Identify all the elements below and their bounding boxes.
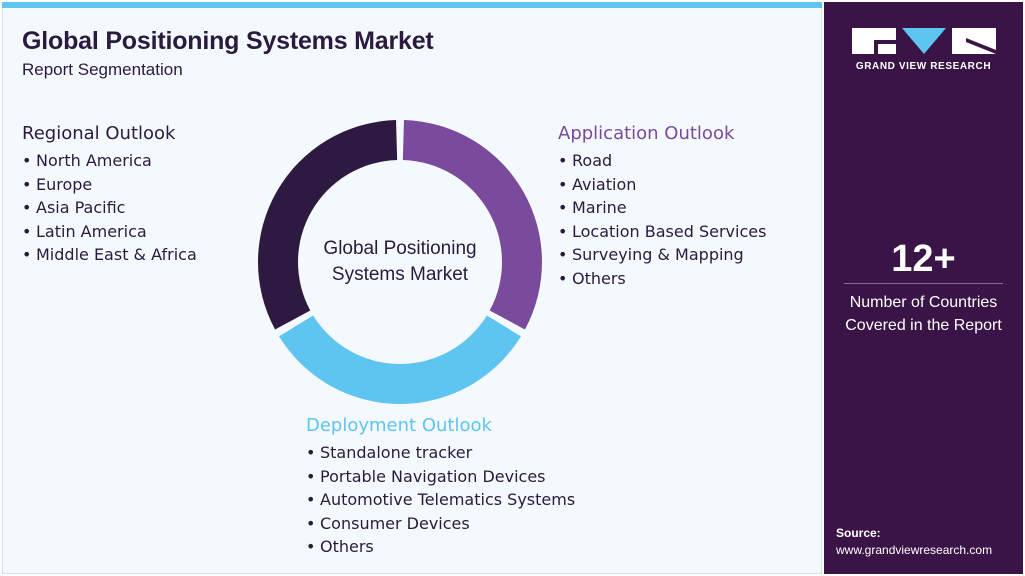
donut-segment-application	[402, 120, 542, 330]
regional-outlook-block: Regional Outlook •North America•Europe•A…	[22, 123, 197, 267]
bullet-icon: •	[306, 537, 316, 557]
bullet-icon: •	[306, 490, 316, 510]
bullet-icon: •	[558, 151, 568, 170]
page-subtitle: Report Segmentation	[22, 60, 183, 79]
bullet-icon: •	[558, 268, 568, 288]
list-item-label: Consumer Devices	[320, 513, 470, 533]
bullet-icon: •	[558, 221, 568, 241]
bullet-icon: •	[558, 245, 568, 265]
brand-logo-icon	[852, 28, 996, 54]
list-item: •Road	[558, 149, 766, 173]
list-item-label: Aviation	[572, 174, 637, 194]
list-item-label: Surveying & Mapping	[572, 245, 744, 265]
main-panel	[2, 2, 822, 574]
stat-divider	[844, 283, 1003, 284]
list-item-label: Latin America	[36, 221, 147, 241]
regional-outlook-heading: Regional Outlook	[22, 123, 176, 144]
countries-caption-line-2: Covered in the Report	[845, 317, 1002, 334]
donut-center-label: Global Positioning Systems Market	[290, 236, 510, 288]
deployment-outlook-list: •Standalone tracker•Portable Navigation …	[306, 441, 575, 559]
page-title: Global Positioning Systems Market	[22, 27, 434, 55]
list-item: •Others	[558, 267, 766, 291]
donut-segment-deployment	[279, 315, 521, 405]
list-item: •Consumer Devices	[306, 512, 575, 536]
donut-center-line-2: Systems Market	[331, 264, 469, 285]
list-item-label: Others	[572, 268, 626, 288]
bullet-icon: •	[558, 198, 568, 218]
list-item-label: Standalone tracker	[320, 443, 473, 462]
countries-caption: Number of Countries Covered in the Repor…	[824, 291, 1023, 337]
list-item-label: Europe	[36, 174, 93, 194]
bullet-icon: •	[306, 443, 316, 462]
bullet-icon: •	[558, 174, 568, 194]
bullet-icon: •	[306, 466, 316, 486]
list-item: •Latin America	[22, 220, 197, 244]
list-item-label: Middle East & Africa	[36, 245, 197, 265]
application-outlook-heading: Application Outlook	[558, 123, 735, 144]
brand-name: GRAND VIEW RESEARCH	[855, 61, 992, 72]
bullet-icon: •	[22, 198, 32, 218]
segmentation-donut	[258, 120, 542, 405]
list-item-label: North America	[36, 151, 152, 170]
countries-caption-line-1: Number of Countries	[849, 294, 998, 311]
source-label: Source:	[836, 526, 881, 540]
list-item-label: Road	[572, 151, 613, 170]
sidebar-panel	[824, 2, 1023, 574]
bullet-icon: •	[22, 174, 32, 194]
list-item-label: Portable Navigation Devices	[320, 466, 546, 486]
list-item-label: Marine	[572, 198, 627, 218]
bullet-icon: •	[22, 245, 32, 265]
list-item-label: Location Based Services	[572, 221, 767, 241]
countries-count: 12+	[891, 238, 956, 280]
bullet-icon: •	[306, 513, 316, 533]
list-item: •Standalone tracker	[306, 441, 575, 465]
application-outlook-list: •Road•Aviation•Marine•Location Based Ser…	[558, 149, 766, 291]
regional-outlook-list: •North America•Europe•Asia Pacific•Latin…	[22, 149, 197, 267]
list-item: •Others	[306, 535, 575, 559]
list-item: •Middle East & Africa	[22, 243, 197, 267]
deployment-outlook-block: Deployment Outlook •Standalone tracker•P…	[306, 415, 575, 559]
list-item-label: Automotive Telematics Systems	[320, 490, 576, 510]
list-item-label: Others	[320, 537, 374, 557]
list-item: •Automotive Telematics Systems	[306, 488, 575, 512]
list-item: •Marine	[558, 196, 766, 220]
bullet-icon: •	[22, 151, 32, 170]
list-item: •Surveying & Mapping	[558, 243, 766, 267]
list-item: •Portable Navigation Devices	[306, 465, 575, 489]
application-outlook-block: Application Outlook •Road•Aviation•Marin…	[558, 123, 766, 291]
bullet-icon: •	[22, 221, 32, 241]
list-item: •North America	[22, 149, 197, 173]
top-accent-strip	[2, 2, 822, 8]
list-item: •Location Based Services	[558, 220, 766, 244]
source-url: www.grandviewresearch.com	[836, 543, 993, 557]
deployment-outlook-heading: Deployment Outlook	[306, 415, 492, 436]
list-item: •Aviation	[558, 173, 766, 197]
list-item: •Asia Pacific	[22, 196, 197, 220]
donut-center-line-1: Global Positioning	[323, 238, 477, 259]
donut-segment-regional	[258, 120, 398, 330]
list-item: •Europe	[22, 173, 197, 197]
list-item-label: Asia Pacific	[36, 198, 126, 218]
